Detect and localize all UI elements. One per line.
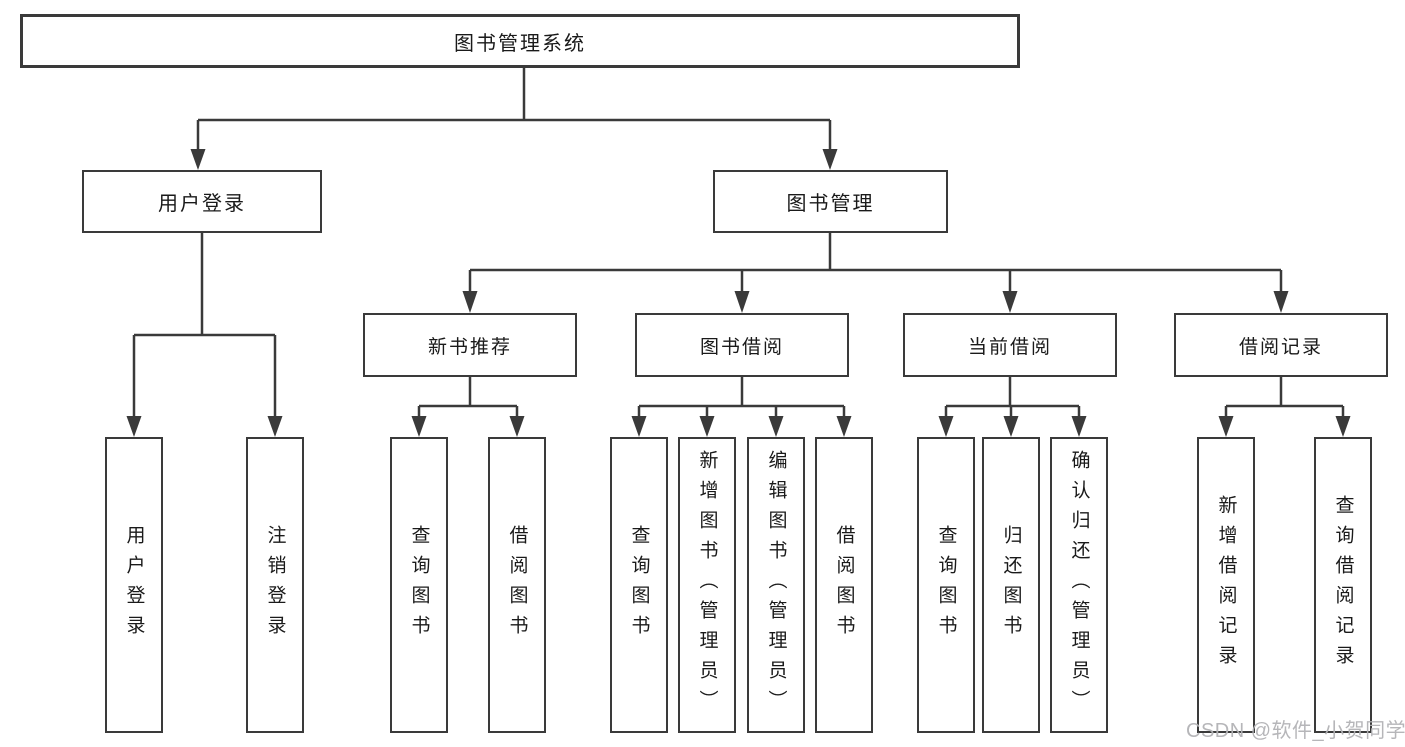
node-current-borrow: 当前借阅 [903, 313, 1117, 377]
node-leaf-logout-label: 注销登录 [264, 525, 286, 645]
node-book-borrow-label: 图书借阅 [699, 336, 784, 358]
connector-user-login-children [126, 233, 283, 437]
watermark: CSDN @软件_小贺同学 [1186, 720, 1405, 742]
node-leaf-query-borrow-record: 查询借阅记录 [1314, 437, 1372, 733]
node-leaf-query-book-recommend: 查询图书 [390, 437, 448, 733]
node-leaf-user-login: 用户登录 [105, 437, 163, 733]
node-root: 图书管理系统 [20, 14, 1020, 68]
node-leaf-query-book-borrow: 查询图书 [610, 437, 668, 733]
node-leaf-add-book-admin: 新增图书（管理员） [678, 437, 736, 733]
node-current-borrow-label: 当前借阅 [967, 336, 1052, 358]
node-root-label: 图书管理系统 [454, 32, 586, 55]
node-book-management-label: 图书管理 [786, 193, 875, 215]
node-leaf-query-borrow-record-label: 查询借阅记录 [1332, 495, 1354, 675]
node-leaf-return-book: 归还图书 [982, 437, 1040, 733]
node-leaf-query-book-current: 查询图书 [917, 437, 975, 733]
node-leaf-add-book-admin-label: 新增图书（管理员） [696, 450, 718, 720]
node-borrow-record: 借阅记录 [1174, 313, 1388, 377]
node-leaf-logout: 注销登录 [246, 437, 304, 733]
node-leaf-user-login-label: 用户登录 [123, 525, 145, 645]
connector-book-borrow-children [631, 377, 852, 437]
node-leaf-edit-book-admin: 编辑图书（管理员） [747, 437, 805, 733]
node-leaf-add-borrow-record: 新增借阅记录 [1197, 437, 1255, 733]
node-leaf-query-book-recommend-label: 查询图书 [408, 525, 430, 645]
node-leaf-return-book-label: 归还图书 [1000, 525, 1022, 645]
node-book-management: 图书管理 [713, 170, 948, 233]
connector-borrow-record-children [1218, 377, 1351, 437]
node-leaf-confirm-return-admin: 确认归还（管理员） [1050, 437, 1108, 733]
node-leaf-borrow-book-label: 借阅图书 [833, 525, 855, 645]
connector-current-borrow-children [938, 377, 1087, 437]
node-new-book-recommend-label: 新书推荐 [427, 336, 512, 358]
connector-book-management-children [462, 233, 1289, 313]
node-leaf-borrow-book-recommend: 借阅图书 [488, 437, 546, 733]
node-new-book-recommend: 新书推荐 [363, 313, 577, 377]
node-borrow-record-label: 借阅记录 [1238, 336, 1323, 358]
node-leaf-edit-book-admin-label: 编辑图书（管理员） [765, 450, 787, 720]
node-user-login-label: 用户登录 [158, 193, 246, 215]
node-leaf-confirm-return-admin-label: 确认归还（管理员） [1068, 450, 1090, 720]
node-leaf-borrow-book-recommend-label: 借阅图书 [506, 525, 528, 645]
node-leaf-query-book-current-label: 查询图书 [935, 525, 957, 645]
node-user-login: 用户登录 [82, 170, 322, 233]
node-leaf-add-borrow-record-label: 新增借阅记录 [1215, 495, 1237, 675]
connector-root-to-level2 [190, 68, 838, 170]
connector-new-book-children [411, 377, 525, 437]
node-leaf-borrow-book: 借阅图书 [815, 437, 873, 733]
node-leaf-query-book-borrow-label: 查询图书 [628, 525, 650, 645]
node-book-borrow: 图书借阅 [635, 313, 849, 377]
